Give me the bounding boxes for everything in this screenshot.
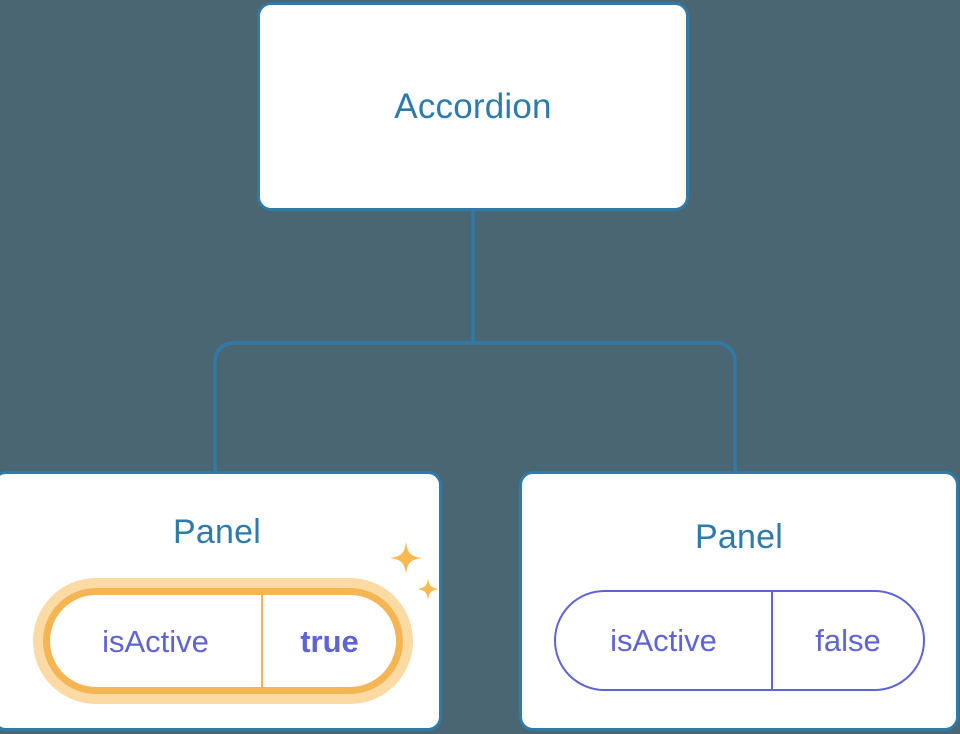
prop-key: isActive	[610, 623, 717, 658]
connector-left-branch	[213, 341, 473, 471]
accordion-title: Accordion	[394, 87, 552, 126]
prop-pill-glow: isActive true	[33, 578, 413, 704]
node-accordion[interactable]: Accordion	[257, 2, 689, 211]
prop-pill-active-wrap: isActive true	[33, 578, 413, 704]
prop-pill-isactive-false[interactable]: isActive false	[554, 590, 925, 691]
prop-value: false	[771, 592, 923, 689]
prop-key: isActive	[102, 623, 209, 659]
panel-title: Panel	[695, 518, 783, 556]
prop-pill-isactive-true[interactable]: isActive true	[43, 588, 403, 694]
prop-value: true	[261, 595, 396, 687]
prop-pill-inactive-wrap: isActive false	[554, 590, 925, 691]
connector-right-branch	[473, 341, 737, 471]
panel-title: Panel	[173, 513, 261, 551]
